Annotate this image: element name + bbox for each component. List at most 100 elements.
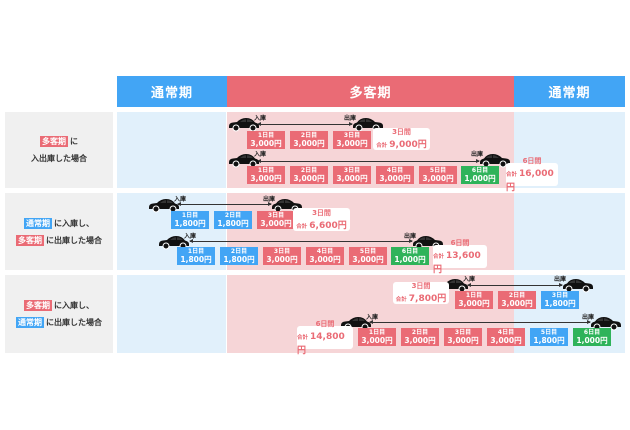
day-number: 4日目 <box>386 167 404 174</box>
label-text: に入庫し、 <box>54 301 94 310</box>
day-price: 1,800円 <box>533 336 565 345</box>
day-number: 1日目 <box>181 212 199 219</box>
total-days: 6日間 <box>522 157 542 165</box>
day-price: 3,000円 <box>361 336 393 345</box>
stay-arrow <box>369 320 591 324</box>
car-icon <box>148 197 180 213</box>
car-icon <box>590 315 622 331</box>
day-price: 3,000円 <box>266 255 298 264</box>
entry-label: 入庫 <box>174 196 187 203</box>
header-normal-period-after: 通常期 <box>514 76 625 107</box>
entry-label: 入庫 <box>184 233 197 240</box>
stay-arrow <box>177 202 272 206</box>
row-label-peak-only: 多客期に 入出庫した場合 <box>5 112 113 188</box>
day-number: 1日目 <box>187 248 205 255</box>
day-number: 3日目 <box>454 329 472 336</box>
day-number: 2日目 <box>300 167 318 174</box>
day-price: 3,000円 <box>458 299 490 308</box>
entry-label: 入庫 <box>366 314 379 321</box>
day-price: 1,800円 <box>180 255 212 264</box>
day-number: 3日目 <box>267 212 285 219</box>
stay-arrow <box>189 239 413 243</box>
day-price: 1,800円 <box>544 299 576 308</box>
exit-label: 出庫 <box>554 276 567 283</box>
total-amount: 7,800円 <box>408 294 447 304</box>
day-price: 3,000円 <box>422 174 454 183</box>
exit-label: 出庫 <box>344 115 357 122</box>
entry-label: 入庫 <box>254 115 267 122</box>
car-icon <box>562 277 594 293</box>
day-price: 3,000円 <box>336 174 368 183</box>
total-amount: 14,800円 <box>297 332 345 356</box>
day-number: 2日目 <box>300 132 318 139</box>
day-price: 3,000円 <box>293 139 325 148</box>
car-icon <box>412 234 444 250</box>
day-price: 3,000円 <box>352 255 384 264</box>
day-number: 6日目 <box>471 167 489 174</box>
exit-label: 出庫 <box>471 151 484 158</box>
total-days: 3日間 <box>411 282 431 290</box>
total-label: 合計 <box>395 297 407 303</box>
day-price: 3,000円 <box>250 139 282 148</box>
header-normal-period-before: 通常期 <box>117 76 227 107</box>
day-price: 3,000円 <box>404 336 436 345</box>
stay-arrow <box>257 122 353 126</box>
stay-arrow <box>257 159 480 163</box>
day-number: 3日目 <box>343 167 361 174</box>
normal-period-cell <box>514 193 625 270</box>
exit-label: 出庫 <box>263 196 276 203</box>
car-icon <box>228 116 260 132</box>
total-days: 6日間 <box>450 239 470 247</box>
day-price: 3,000円 <box>293 174 325 183</box>
normal-period-cell <box>117 275 226 353</box>
label-text: 入出庫した場合 <box>31 154 87 163</box>
day-price: 3,000円 <box>379 174 411 183</box>
day-price: 3,000円 <box>309 255 341 264</box>
day-price: 3,000円 <box>250 174 282 183</box>
day-price: 3,000円 <box>336 139 368 148</box>
day-number: 2日目 <box>230 248 248 255</box>
day-price: 3,000円 <box>447 336 479 345</box>
exit-label: 出庫 <box>582 314 595 321</box>
day-price: 1,000円 <box>576 336 608 345</box>
entry-label: 入庫 <box>463 276 476 283</box>
total-label: 合計 <box>297 335 309 341</box>
row-label-peak-to-normal: 多客期に入庫し、 通常期に出庫した場合 <box>5 275 113 353</box>
total-label: 合計 <box>433 254 445 260</box>
day-number: 4日目 <box>497 329 515 336</box>
day-number: 1日目 <box>368 329 386 336</box>
total-amount: 6,600円 <box>309 220 347 231</box>
label-text: に <box>70 137 78 146</box>
day-number: 4日目 <box>316 248 334 255</box>
row-label-normal-to-peak: 通常期に入庫し、 多客期に出庫した場合 <box>5 193 113 270</box>
peak-tag: 多客期 <box>40 136 68 147</box>
total-label: 合計 <box>376 143 388 149</box>
normal-period-cell <box>117 112 226 188</box>
peak-tag: 多客期 <box>24 300 52 311</box>
day-number: 5日目 <box>359 248 377 255</box>
